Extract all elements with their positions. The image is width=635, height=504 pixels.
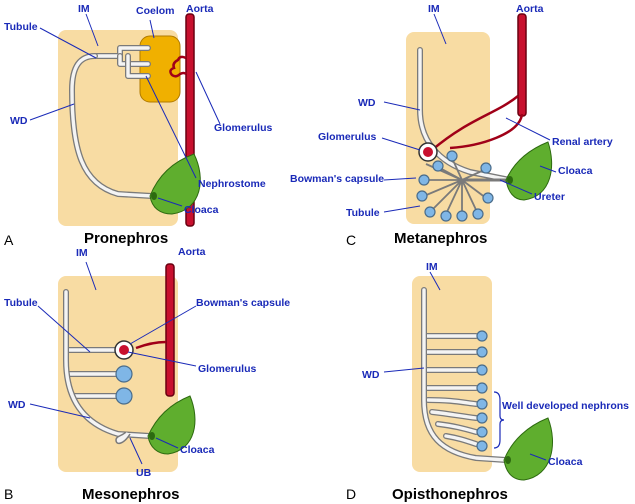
metanephric-capsules xyxy=(416,150,494,222)
renal-artery-branch xyxy=(431,95,519,151)
label-cloaca: Cloaca xyxy=(184,204,219,216)
label-wd: WD xyxy=(10,115,28,127)
pronephric-tubules xyxy=(92,45,151,79)
label-im: IM xyxy=(428,3,440,15)
label-im: IM xyxy=(78,3,90,15)
opisthonephric-tubules xyxy=(421,333,479,447)
label-tubule: Tubule xyxy=(4,21,38,33)
aorta-vessel xyxy=(517,13,527,117)
panel-d-opisthonephros: IM WD Well developed nephrons Cloaca D O… xyxy=(346,261,629,503)
label-ureter: Ureter xyxy=(534,191,565,203)
nephron-capsule xyxy=(115,365,133,383)
cloaca-shape xyxy=(503,417,554,481)
label-im: IM xyxy=(426,261,438,273)
panel-title: Mesonephros xyxy=(82,486,180,503)
panel-title: Metanephros xyxy=(394,230,487,247)
glomerulus-dot xyxy=(119,345,129,355)
cloaca-shape xyxy=(505,141,553,201)
nephron-bracket xyxy=(493,391,505,449)
panel-title: Pronephros xyxy=(84,230,168,247)
nephron-capsule xyxy=(115,387,133,405)
glomerulus-dot xyxy=(423,147,433,157)
label-glomerulus: Glomerulus xyxy=(318,131,377,143)
panel-b-mesonephros: IM Aorta Tubule Bowman's capsule Glomeru… xyxy=(4,246,290,503)
label-bowmans-capsule: Bowman's capsule xyxy=(196,297,290,309)
cloaca-opening xyxy=(505,456,511,464)
label-glomerulus: Glomerulus xyxy=(214,122,273,134)
label-cloaca: Cloaca xyxy=(558,165,593,177)
cloaca-opening xyxy=(151,192,157,200)
label-coelom: Coelom xyxy=(136,5,175,17)
glomerulus-coil xyxy=(169,55,187,78)
ureteric-bud xyxy=(115,431,131,445)
label-ub: UB xyxy=(136,467,152,479)
opisthonephric-capsules xyxy=(476,330,488,452)
coelom-shape xyxy=(139,35,181,103)
panel-letter: B xyxy=(4,486,13,502)
label-aorta: Aorta xyxy=(178,246,206,258)
label-im: IM xyxy=(76,247,88,259)
label-tubule: Tubule xyxy=(346,207,380,219)
panel-a-pronephros: IM Tubule Coelom Aorta WD Glomerulus Nep… xyxy=(4,3,273,248)
intermediate-mesoderm xyxy=(412,276,492,472)
label-bowmans-capsule: Bowman's capsule xyxy=(290,173,384,185)
cloaca-opening xyxy=(149,432,155,440)
label-well-developed-nephrons: Well developed nephrons xyxy=(502,400,629,412)
label-wd: WD xyxy=(362,369,380,381)
panel-title: Opisthonephros xyxy=(392,486,508,503)
mesonephric-tubules xyxy=(63,347,121,399)
renal-artery xyxy=(449,113,524,150)
label-aorta: Aorta xyxy=(186,3,214,15)
aorta-vessel xyxy=(165,263,175,397)
panel-letter: A xyxy=(4,232,14,248)
label-cloaca: Cloaca xyxy=(180,444,215,456)
label-renal-artery: Renal artery xyxy=(552,136,613,148)
label-cloaca: Cloaca xyxy=(548,456,583,468)
glomerular-artery xyxy=(135,340,167,350)
label-nephrostome: Nephrostome xyxy=(198,178,266,190)
label-wd: WD xyxy=(8,399,26,411)
cloaca-opening xyxy=(507,176,513,184)
label-aorta: Aorta xyxy=(516,3,544,15)
collecting-tubules xyxy=(423,157,510,215)
label-tubule: Tubule xyxy=(4,297,38,309)
label-glomerulus: Glomerulus xyxy=(198,363,257,375)
panel-letter: C xyxy=(346,232,356,248)
label-wd: WD xyxy=(358,97,376,109)
panel-c-metanephros: IM Aorta WD Glomerulus Renal artery Bowm… xyxy=(290,3,613,248)
panel-letter: D xyxy=(346,486,356,502)
